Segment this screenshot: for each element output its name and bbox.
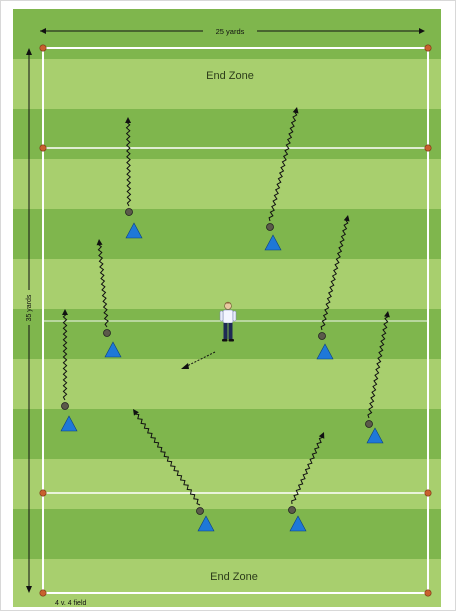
grass-stripe xyxy=(13,459,441,509)
ball-icon xyxy=(289,507,296,514)
corner-marker-icon xyxy=(40,145,46,151)
ball-icon xyxy=(366,421,373,428)
dimension-side-label: 35 yards xyxy=(26,294,33,321)
ball-icon xyxy=(197,508,204,515)
grass-stripe xyxy=(13,209,441,259)
grass-stripe xyxy=(13,59,441,109)
corner-marker-icon xyxy=(40,45,46,51)
corner-marker-icon xyxy=(40,590,46,596)
grass-stripe xyxy=(13,509,441,559)
ball-icon xyxy=(267,224,274,231)
ball-icon xyxy=(62,403,69,410)
corner-marker-icon xyxy=(425,590,431,596)
grass-stripe xyxy=(13,159,441,209)
corner-marker-icon xyxy=(425,145,431,151)
ball-icon xyxy=(319,333,326,340)
field-caption: 4 v. 4 field xyxy=(55,600,86,607)
end-zone-bottom-label: End Zone xyxy=(210,571,258,583)
end-zone-top-label: End Zone xyxy=(206,70,254,82)
ball-icon xyxy=(104,330,111,337)
corner-marker-icon xyxy=(425,490,431,496)
dimension-top-label: 25 yards xyxy=(216,27,245,36)
grass-stripe xyxy=(13,109,441,159)
corner-marker-icon xyxy=(425,45,431,51)
corner-marker-icon xyxy=(40,490,46,496)
ball-icon xyxy=(126,209,133,216)
grass-stripe xyxy=(13,259,441,309)
